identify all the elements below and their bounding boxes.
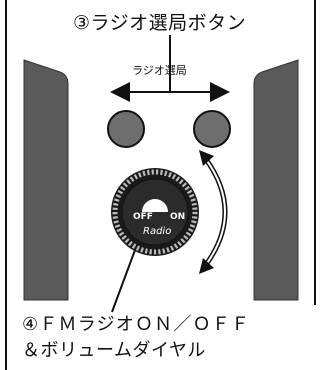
rotation-arc-inner xyxy=(204,157,226,267)
callout-4-leader-line xyxy=(111,249,136,313)
rotation-arrow-top-icon xyxy=(199,150,214,166)
rotation-arrow-bottom-icon xyxy=(199,258,214,274)
tuning-button-left[interactable] xyxy=(107,110,145,148)
right-side-panel xyxy=(253,59,299,301)
volume-dial[interactable] xyxy=(111,168,199,256)
knob-off-label: OFF xyxy=(133,212,153,222)
radio-tuning-small-label: ラジオ選局 xyxy=(132,64,187,77)
radio-tuning-callout: ③ラジオ選局ボタン xyxy=(73,8,247,35)
tuning-button-right[interactable] xyxy=(193,110,231,148)
fm-power-callout-line2: ＆ボリュームダイヤル xyxy=(22,340,206,361)
knob-on-label: ON xyxy=(170,212,186,222)
fm-power-callout-line1: ④ＦＭラジオＯＮ／ＯＦＦ xyxy=(22,314,251,335)
knob-radio-label: Radio xyxy=(143,226,172,237)
left-side-panel xyxy=(23,59,69,301)
